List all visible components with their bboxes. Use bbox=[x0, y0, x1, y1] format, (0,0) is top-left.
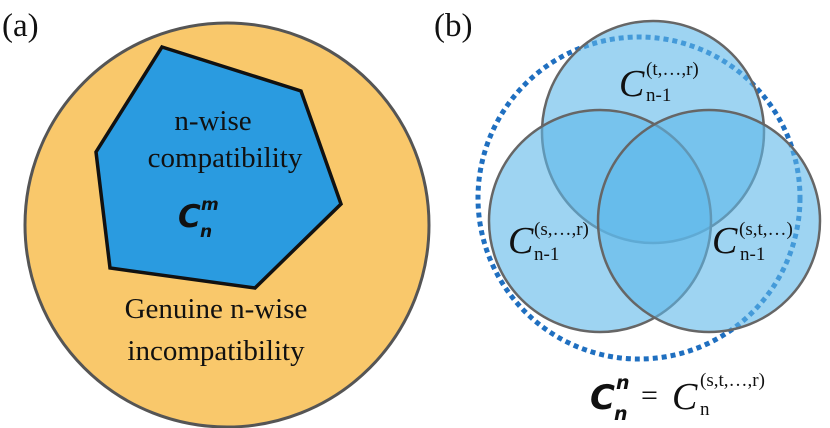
right-circle-sup: (s,t,…) bbox=[739, 219, 793, 240]
equation-rhs-sup: (s,t,…,r) bbox=[700, 370, 765, 391]
equation-equals: = bbox=[641, 379, 658, 412]
panel-b: (b) C (t,…,r) n-1 C (s,…,r) n-1 C (s,t,…… bbox=[434, 8, 822, 425]
right-circle-letter: C bbox=[712, 220, 738, 262]
top-circle-sup: (t,…,r) bbox=[646, 59, 699, 80]
equation-rhs-letter: C bbox=[672, 376, 698, 418]
label-top-circle: C (t,…,r) n-1 bbox=[619, 59, 699, 106]
equation: C n n = C (s,t,…,r) n bbox=[590, 370, 765, 425]
panel-a-label: (a) bbox=[2, 8, 39, 44]
equation-lhs-sub: n bbox=[614, 403, 628, 425]
label-left-circle: C (s,…,r) n-1 bbox=[508, 219, 589, 265]
inner-symbol-sup: m bbox=[201, 195, 219, 215]
inner-symbol: C m n bbox=[178, 195, 219, 242]
venn-circle-right bbox=[596, 108, 822, 334]
right-circle-sub: n-1 bbox=[740, 244, 765, 265]
panel-a: (a) n-wise compatibility C m n Genuine n… bbox=[2, 8, 431, 428]
compatibility-polygon bbox=[94, 44, 344, 290]
left-circle-letter: C bbox=[508, 220, 534, 262]
inner-label-line1: n-wise bbox=[174, 105, 251, 137]
equation-lhs-letter: C bbox=[590, 378, 615, 418]
outer-label-line1: Genuine n-wise bbox=[125, 293, 308, 325]
equation-lhs-sup: n bbox=[616, 372, 630, 394]
top-circle-sub: n-1 bbox=[646, 85, 671, 106]
left-circle-sup: (s,…,r) bbox=[534, 219, 589, 240]
outer-label-line2: incompatibility bbox=[127, 335, 305, 367]
inner-symbol-letter: C bbox=[178, 199, 201, 235]
equation-rhs-sub: n bbox=[700, 399, 710, 420]
left-circle-sub: n-1 bbox=[534, 244, 559, 265]
inner-label-line2: compatibility bbox=[148, 142, 303, 174]
top-circle-letter: C bbox=[619, 63, 645, 105]
panel-b-label: (b) bbox=[434, 8, 472, 44]
label-right-circle: C (s,t,…) n-1 bbox=[712, 219, 793, 265]
inner-symbol-sub: n bbox=[200, 222, 212, 242]
